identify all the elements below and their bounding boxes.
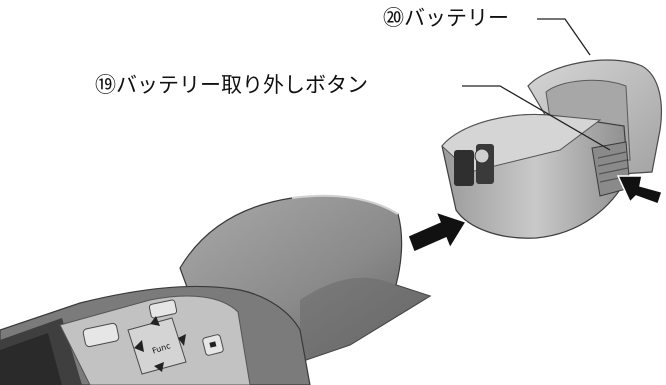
dpad-up-icon bbox=[150, 316, 160, 326]
battery bbox=[441, 59, 663, 239]
dpad-left-icon bbox=[134, 340, 144, 352]
device-dpad: Func bbox=[127, 316, 187, 375]
battery-terminal-left bbox=[454, 150, 474, 186]
battery-callout-label: ⑳バッテリー bbox=[383, 6, 509, 30]
battery-contact bbox=[474, 148, 490, 164]
dpad-down-icon bbox=[154, 362, 164, 372]
release-button-leader-line bbox=[462, 85, 611, 151]
device-handle-shadow bbox=[300, 277, 430, 362]
release-button-callout-label: ⑲バッテリー取り外しボタン bbox=[95, 73, 368, 97]
press-arrow-icon bbox=[616, 175, 663, 205]
device-button-left bbox=[82, 322, 120, 348]
device-body: Func bbox=[0, 194, 432, 385]
device-button-top bbox=[148, 299, 178, 319]
device-handle-rim bbox=[291, 194, 399, 215]
insert-arrow-icon bbox=[407, 210, 468, 254]
dpad-right-icon bbox=[178, 334, 186, 346]
device-button-right-icon bbox=[209, 341, 217, 348]
battery-leader-line bbox=[537, 18, 591, 56]
device-screen bbox=[0, 333, 62, 385]
